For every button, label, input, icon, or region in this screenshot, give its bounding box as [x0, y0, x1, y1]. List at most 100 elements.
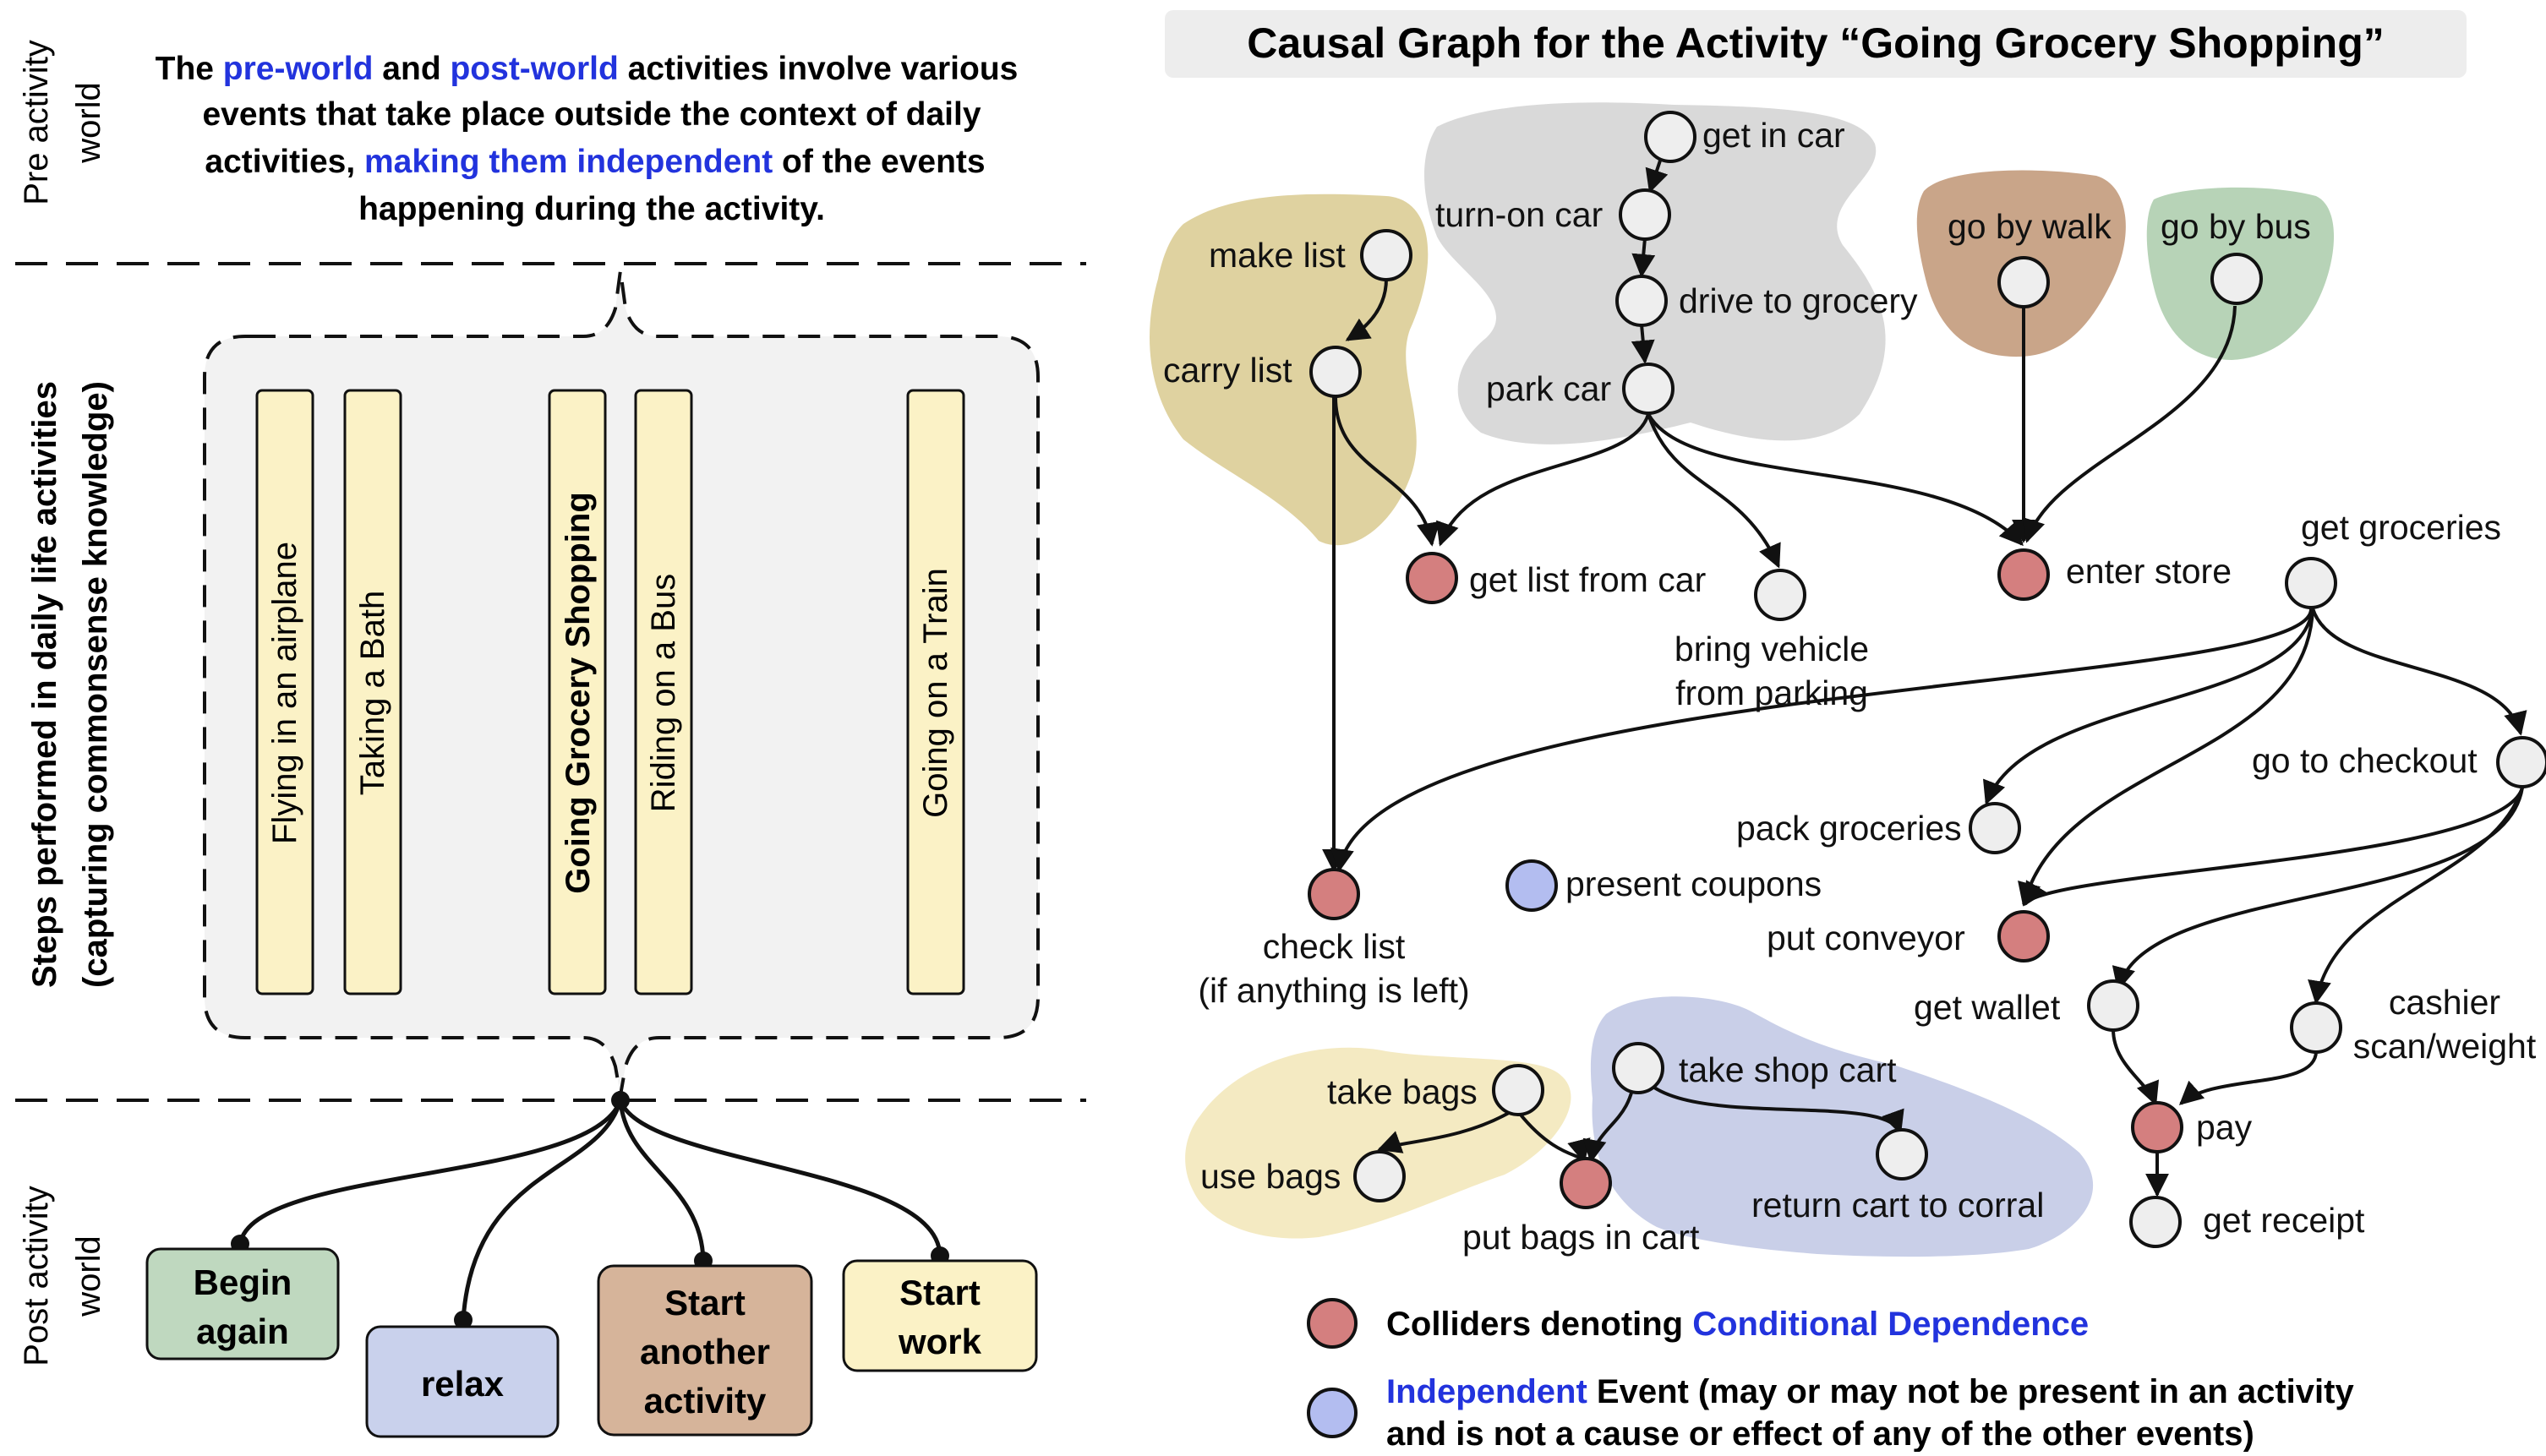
section-label-post: Post activity world — [18, 1186, 107, 1366]
node-put-bags-in-cart — [1560, 1157, 1612, 1209]
edge-park-enter — [1647, 413, 2024, 547]
edge-groceries-check — [1330, 608, 2314, 873]
label-drive-to-grocery: drive to grocery — [1679, 281, 1918, 320]
intro-line-2: events that take place outside the conte… — [202, 96, 981, 133]
edge-cart-return — [1638, 1072, 1904, 1135]
edge-groceries-pack — [1983, 608, 2314, 805]
edge-bus-enter — [2022, 305, 2237, 543]
blob-list — [1150, 194, 1429, 546]
legend-independent-line1: Independent Event (may or may not be pre… — [1386, 1373, 2354, 1410]
label-carry-list: carry list — [1163, 351, 1292, 390]
node-return-cart — [1876, 1128, 1928, 1181]
node-go-by-bus — [2210, 253, 2263, 305]
section-label-steps: Steps performed in daily life activities… — [26, 381, 114, 988]
label-check-list-line1: check list — [1263, 927, 1406, 966]
node-drive-to-grocery — [1615, 275, 1668, 327]
label-check-list-line2: (if anything is left) — [1198, 971, 1469, 1010]
edge-groceries-checkout — [2311, 608, 2527, 736]
node-go-by-walk — [1997, 256, 2050, 308]
outcome-start-another-line2: another — [640, 1332, 770, 1371]
activities-container — [203, 270, 1040, 1096]
legend-collider-text: Colliders denoting Conditional Dependenc… — [1386, 1306, 2089, 1343]
edge-groceries-conveyor — [2018, 608, 2314, 907]
nodes — [1308, 111, 2546, 1248]
activity-bar-bus: Riding on a Bus — [634, 389, 693, 995]
edge-make-list-carry — [1345, 278, 1388, 341]
section-label-pre-line1: Pre activity — [18, 40, 55, 205]
outcome-relax: relax — [365, 1325, 560, 1438]
section-label-steps-line2: (capturing commonsense knowledge) — [77, 381, 114, 988]
node-pack-groceries — [1969, 802, 2021, 854]
label-take-bags: take bags — [1327, 1072, 1478, 1111]
label-get-receipt: get receipt — [2203, 1201, 2365, 1240]
activity-bar-train: Going on a Train — [906, 389, 965, 995]
label-enter-store: enter store — [2066, 552, 2232, 591]
intro-line-3: activities, making them independent of t… — [205, 144, 985, 180]
label-present-coupons: present coupons — [1565, 864, 1822, 903]
edge-bags-use — [1377, 1109, 1515, 1153]
outcome-start-work-line2: work — [898, 1322, 982, 1361]
label-use-bags: use bags — [1200, 1157, 1341, 1196]
graph-title: Causal Graph for the Activity “Going Gro… — [1247, 19, 2385, 67]
label-go-by-walk: go by walk — [1948, 207, 2112, 246]
edges — [1322, 134, 2527, 1197]
outcome-start-another-line1: Start — [664, 1283, 746, 1322]
label-return-cart: return cart to corral — [1751, 1186, 2044, 1224]
branch-dots — [231, 1091, 949, 1329]
node-carry-list — [1309, 346, 1362, 398]
label-bring-vehicle-line1: bring vehicle — [1675, 630, 1869, 668]
activity-label-bus: Riding on a Bus — [645, 574, 682, 812]
label-cashier-line1: cashier — [2389, 983, 2500, 1022]
node-labels: get in car turn-on car drive to grocery … — [1163, 116, 2537, 1257]
node-pay — [2131, 1101, 2183, 1153]
label-take-shop-cart: take shop cart — [1679, 1050, 1897, 1089]
activity-bar-flying: Flying in an airplane — [255, 389, 314, 995]
blob-cart — [1590, 996, 2094, 1257]
edge-checkout-wallet — [2112, 787, 2524, 991]
intro-line-4: happening during the activity. — [358, 191, 825, 227]
node-park-car — [1622, 363, 1675, 415]
outcome-start-another-line3: activity — [644, 1381, 767, 1421]
node-get-wallet — [2087, 979, 2139, 1032]
edge-carry-get-list — [1334, 396, 1440, 547]
legend-independent-marker — [1307, 1388, 1358, 1438]
edge-park-get-list — [1436, 413, 1650, 547]
node-bring-vehicle — [1754, 569, 1806, 621]
activity-bar-grocery: Going Grocery Shopping — [548, 389, 607, 995]
edge-cashier-pay — [2178, 1050, 2318, 1105]
section-label-post-line1: Post activity — [18, 1186, 55, 1366]
edge-park-bring — [1647, 413, 1781, 569]
node-take-shop-cart — [1612, 1042, 1664, 1094]
label-get-groceries: get groceries — [2301, 508, 2501, 547]
outcome-start-another: Start another activity — [597, 1264, 813, 1437]
node-use-bags — [1353, 1150, 1406, 1202]
node-get-list-from-car — [1406, 552, 1458, 604]
section-label-post-line2: world — [70, 1235, 107, 1317]
activity-label-flying: Flying in an airplane — [266, 542, 303, 844]
edge-drive-park — [1631, 324, 1655, 364]
label-turn-on-car: turn-on car — [1435, 195, 1603, 234]
node-present-coupons — [1505, 859, 1558, 912]
activity-label-train: Going on a Train — [917, 568, 954, 818]
edge-turn-on-drive — [1631, 237, 1656, 278]
intro-line-1: The pre-world and post-world activities … — [156, 51, 1019, 87]
label-put-conveyor: put conveyor — [1767, 919, 1965, 957]
label-cashier-line2: scan/weight — [2353, 1027, 2537, 1066]
label-get-in-car: get in car — [1702, 116, 1845, 155]
node-turn-on-car — [1619, 188, 1671, 241]
activity-label-grocery: Going Grocery Shopping — [560, 492, 597, 894]
node-check-list — [1308, 868, 1360, 920]
label-pack-groceries: pack groceries — [1736, 809, 1962, 848]
edge-checkout-conveyor — [2024, 787, 2524, 907]
edge-wallet-pay — [2112, 1028, 2159, 1106]
label-get-list-from-car: get list from car — [1469, 560, 1706, 599]
outcome-relax-label: relax — [421, 1364, 505, 1404]
outcome-begin-again-line1: Begin — [194, 1262, 292, 1302]
intro-text: The pre-world and post-world activities … — [156, 51, 1019, 227]
edge-checkout-cashier — [2308, 787, 2524, 1005]
section-label-pre-line2: world — [70, 82, 107, 164]
label-park-car: park car — [1486, 369, 1611, 408]
node-put-conveyor — [1997, 910, 2050, 962]
outcome-branches — [238, 1099, 942, 1321]
label-pay: pay — [2196, 1108, 2253, 1147]
